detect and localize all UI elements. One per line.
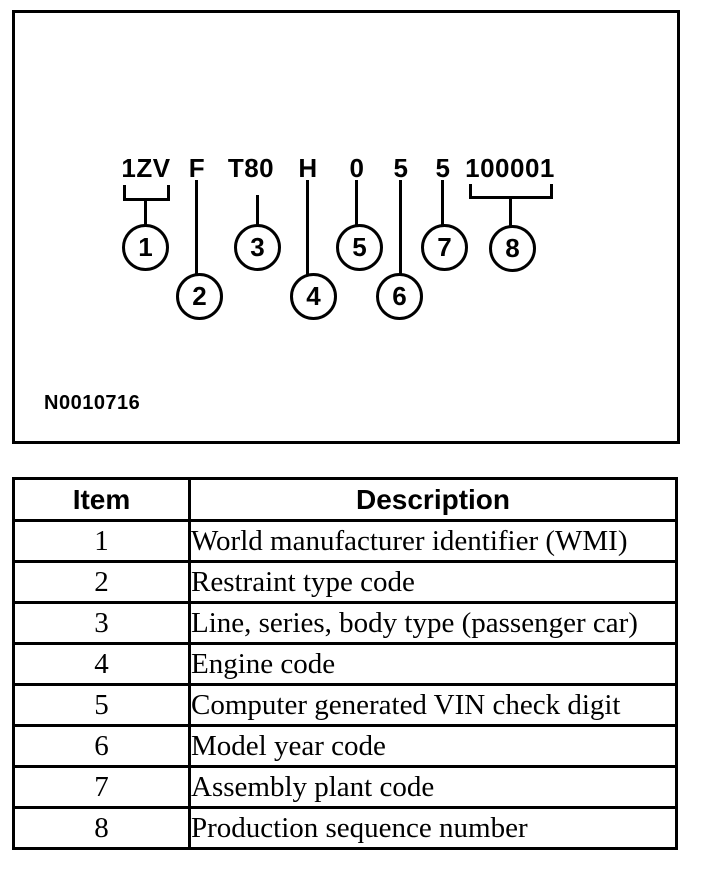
description-cell: World manufacturer identifier (WMI) <box>188 519 678 563</box>
vin-text-bodytype: T80 <box>227 153 275 183</box>
item-cell: 3 <box>12 601 191 645</box>
item-cell: 5 <box>12 683 191 727</box>
vin-text-sequence: 100001 <box>465 153 555 183</box>
figure-number: N0010716 <box>44 392 141 414</box>
callout-circle-8: 8 <box>489 225 536 272</box>
table-row: 6 Model year code <box>12 724 678 768</box>
vin-text-checkdigit: 0 <box>349 153 365 183</box>
connector-line-6 <box>399 180 402 276</box>
description-cell: Assembly plant code <box>188 765 678 809</box>
description-cell: Production sequence number <box>188 806 678 850</box>
table-header-description: Description <box>188 477 678 522</box>
item-cell: 4 <box>12 642 191 686</box>
table-row: 3 Line, series, body type (passenger car… <box>12 601 678 645</box>
callout-circle-3: 3 <box>234 224 281 271</box>
table-header-row: Item Description <box>12 477 678 522</box>
description-cell: Line, series, body type (passenger car) <box>188 601 678 645</box>
callout-circle-7: 7 <box>421 224 468 271</box>
table-row: 2 Restraint type code <box>12 560 678 604</box>
table-header-item: Item <box>12 477 191 522</box>
callout-circle-5: 5 <box>336 224 383 271</box>
vin-text-restraint: F <box>188 153 206 183</box>
table-row: 8 Production sequence number <box>12 806 678 850</box>
vin-text-plant: 5 <box>435 153 451 183</box>
connector-line-5 <box>355 180 358 227</box>
description-cell: Model year code <box>188 724 678 768</box>
table-row: 1 World manufacturer identifier (WMI) <box>12 519 678 563</box>
item-cell: 6 <box>12 724 191 768</box>
callout-circle-2: 2 <box>176 273 223 320</box>
connector-line-8 <box>509 197 512 227</box>
item-cell: 1 <box>12 519 191 563</box>
connector-line-3 <box>256 195 259 227</box>
item-cell: 2 <box>12 560 191 604</box>
description-cell: Restraint type code <box>188 560 678 604</box>
item-cell: 7 <box>12 765 191 809</box>
callout-circle-1: 1 <box>122 224 169 271</box>
callout-circle-6: 6 <box>376 273 423 320</box>
table-row: 7 Assembly plant code <box>12 765 678 809</box>
description-cell: Computer generated VIN check digit <box>188 683 678 727</box>
connector-line-2 <box>195 180 198 276</box>
description-cell: Engine code <box>188 642 678 686</box>
connector-line-7 <box>441 180 444 227</box>
vin-text-modelyear: 5 <box>393 153 409 183</box>
connector-line-4 <box>306 180 309 276</box>
callout-circle-4: 4 <box>290 273 337 320</box>
vin-items-table: Item Description 1 World manufacturer id… <box>12 477 678 850</box>
table-row: 5 Computer generated VIN check digit <box>12 683 678 727</box>
vin-text-engine: H <box>298 153 318 183</box>
item-cell: 8 <box>12 806 191 850</box>
table-row: 4 Engine code <box>12 642 678 686</box>
vin-text-wmi: 1ZV <box>121 153 171 183</box>
connector-line-1 <box>144 198 147 227</box>
